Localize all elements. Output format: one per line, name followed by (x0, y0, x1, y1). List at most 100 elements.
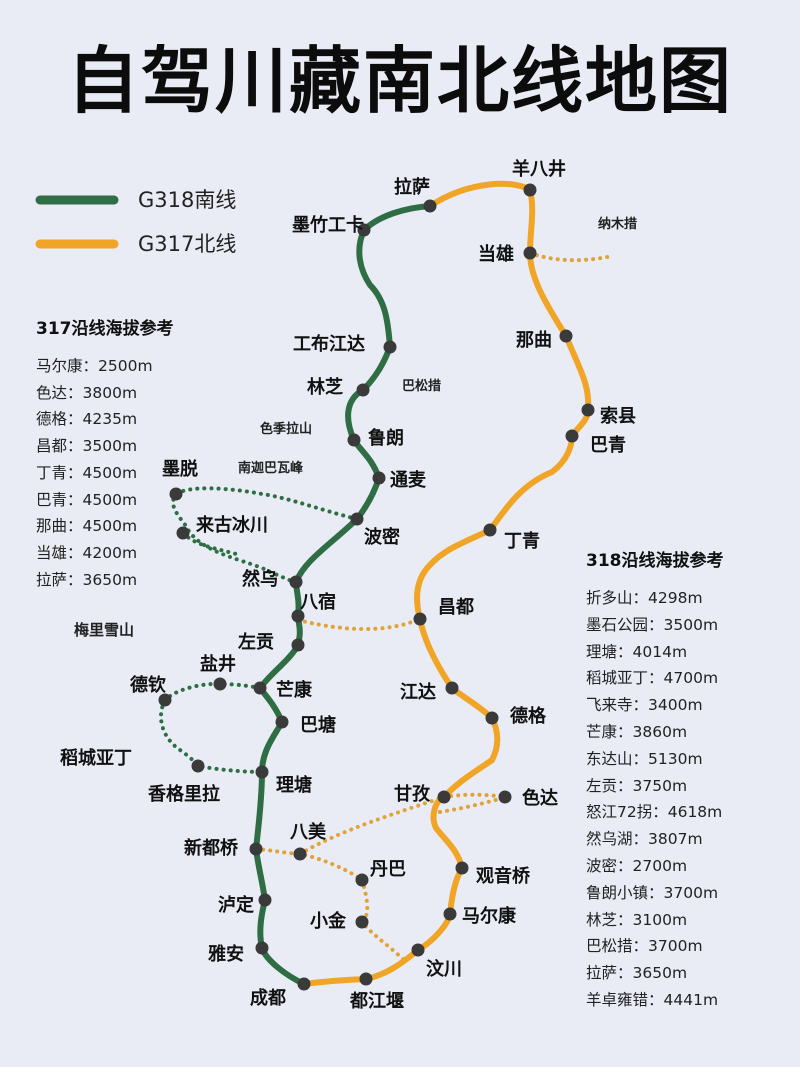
legend-north-label: G317北线 (138, 232, 236, 256)
stop-marker (443, 907, 457, 921)
label-daochengyading: 稻城亚丁 (60, 747, 132, 769)
stop-marker (350, 512, 364, 526)
alt318-row: 折多山：4298m (586, 589, 703, 607)
city-labels: 成都 雅安 泸定 新都桥 理塘 巴塘 芒康 左贡 八宿 然乌 波密 通麦 鲁朗 … (60, 158, 637, 1012)
stop-marker (255, 941, 269, 955)
label-nanjiabawa: 南迦巴瓦峰 (238, 460, 304, 476)
label-tongmai: 通麦 (390, 469, 427, 491)
alt318-row: 然乌湖：3807m (586, 830, 703, 849)
altitude-317-panel: 317沿线海拔参考 马尔康：2500m 色达：3800m 德格：4235m 昌都：35… (36, 314, 174, 593)
stop-marker (559, 329, 573, 343)
stop-marker (383, 340, 397, 354)
stop-marker (581, 403, 595, 417)
label-baqing: 巴青 (590, 435, 626, 456)
label-yanjing: 盐井 (200, 653, 236, 675)
label-xianggelila: 香格里拉 (147, 783, 220, 805)
alt318-row: 墨石公园：3500m (586, 615, 719, 634)
label-jiangda: 江达 (400, 681, 436, 703)
legend: G318南线 G317北线 (35, 188, 236, 256)
alt318-row: 东达山：5130m (586, 749, 703, 768)
side-route-medog (171, 486, 359, 584)
label-meilixueshan: 梅里雪山 (74, 621, 134, 639)
side-route-changdu-basu (296, 617, 422, 632)
label-bamei: 八美 (290, 821, 326, 843)
alt317-row: 丁青：4500m (36, 463, 138, 482)
label-basu: 八宿 (300, 591, 336, 613)
altitude-317-list: 马尔康：2500m 色达：3800m 德格：4235m 昌都：3500m 丁青：4500… (36, 353, 174, 593)
label-linzhi: 林芝 (307, 376, 343, 398)
g317-route (301, 180, 592, 987)
stop-marker (423, 199, 437, 213)
stop-marker (498, 790, 512, 804)
alt317-row: 巴青：4500m (36, 490, 138, 509)
stop-marker (523, 246, 537, 260)
stop-marker (297, 977, 311, 991)
stop-marker (275, 715, 289, 729)
label-dangxiong: 当雄 (478, 243, 514, 265)
stop-marker (253, 681, 267, 695)
legend-south-label: G318南线 (138, 188, 236, 212)
stop-marker (483, 523, 497, 537)
alt318-row: 怒江72拐：4618m (586, 803, 723, 822)
label-litang: 理塘 (276, 774, 312, 796)
stop-marker (347, 433, 361, 447)
side-route-yanjing (159, 681, 264, 774)
stop-marker (158, 693, 172, 707)
stop-marker (455, 861, 469, 875)
stop-marker (289, 575, 303, 589)
label-xiaojin: 小金 (310, 910, 347, 932)
alt317-row: 德格：4235m (36, 410, 138, 429)
stop-marker (372, 471, 386, 485)
altitude-317-title: 317沿线海拔参考 (36, 319, 174, 339)
stop-marker (357, 223, 371, 237)
stop-marker (355, 873, 369, 887)
label-laiguglacier: 来古冰川 (195, 514, 268, 536)
stop-marker (523, 183, 537, 197)
label-motuo: 墨脱 (162, 458, 198, 480)
label-deqin: 德钦 (130, 674, 166, 696)
stop-marker (255, 765, 269, 779)
side-route-namtso (528, 251, 614, 263)
label-luding: 泸定 (218, 894, 254, 916)
stop-marker (291, 609, 305, 623)
label-lasa: 拉萨 (394, 176, 430, 198)
label-sejilashan: 色季拉山 (260, 421, 312, 437)
label-gongbujiangda: 工布江达 (293, 333, 365, 355)
label-mangkang: 芒康 (276, 679, 313, 701)
alt317-row: 那曲：4500m (36, 517, 138, 536)
alt318-row: 巴松措：3700m (586, 937, 703, 956)
label-wenchuan: 汶川 (426, 958, 462, 980)
alt317-row: 马尔康：2500m (36, 357, 153, 375)
stop-marker (485, 711, 499, 725)
label-seda: 色达 (522, 787, 558, 809)
stops (158, 183, 595, 991)
alt317-row: 色达：3800m (36, 383, 138, 402)
side-route-bamei (254, 847, 364, 882)
stop-marker (249, 842, 263, 856)
stop-marker (565, 429, 579, 443)
stop-marker (293, 847, 307, 861)
stop-marker (169, 487, 183, 501)
label-namucuo: 纳木措 (598, 216, 637, 232)
label-dingqing: 丁青 (504, 531, 540, 552)
alt318-row: 鲁朗小镇：3700m (586, 883, 719, 902)
alt318-row: 左贡：3750m (586, 776, 688, 795)
label-dege: 德格 (510, 705, 547, 727)
alt318-row: 波密：2700m (586, 856, 688, 875)
label-changdu: 昌都 (438, 597, 474, 618)
label-suoxian: 索县 (600, 405, 636, 427)
stop-marker (356, 383, 370, 397)
altitude-318-title: 318沿线海拔参考 (586, 551, 724, 571)
label-naqu: 那曲 (516, 330, 552, 351)
label-maerkang: 马尔康 (462, 905, 517, 927)
side-route-seda (442, 792, 507, 799)
alt318-row: 飞来寺：3400m (586, 696, 703, 715)
alt318-row: 羊卓雍错：4441m (586, 990, 719, 1009)
stop-marker (411, 943, 425, 957)
alt317-row: 昌都：3500m (36, 437, 138, 456)
label-guanyinqiao: 观音桥 (476, 865, 531, 887)
label-chengdu: 成都 (250, 987, 286, 1009)
